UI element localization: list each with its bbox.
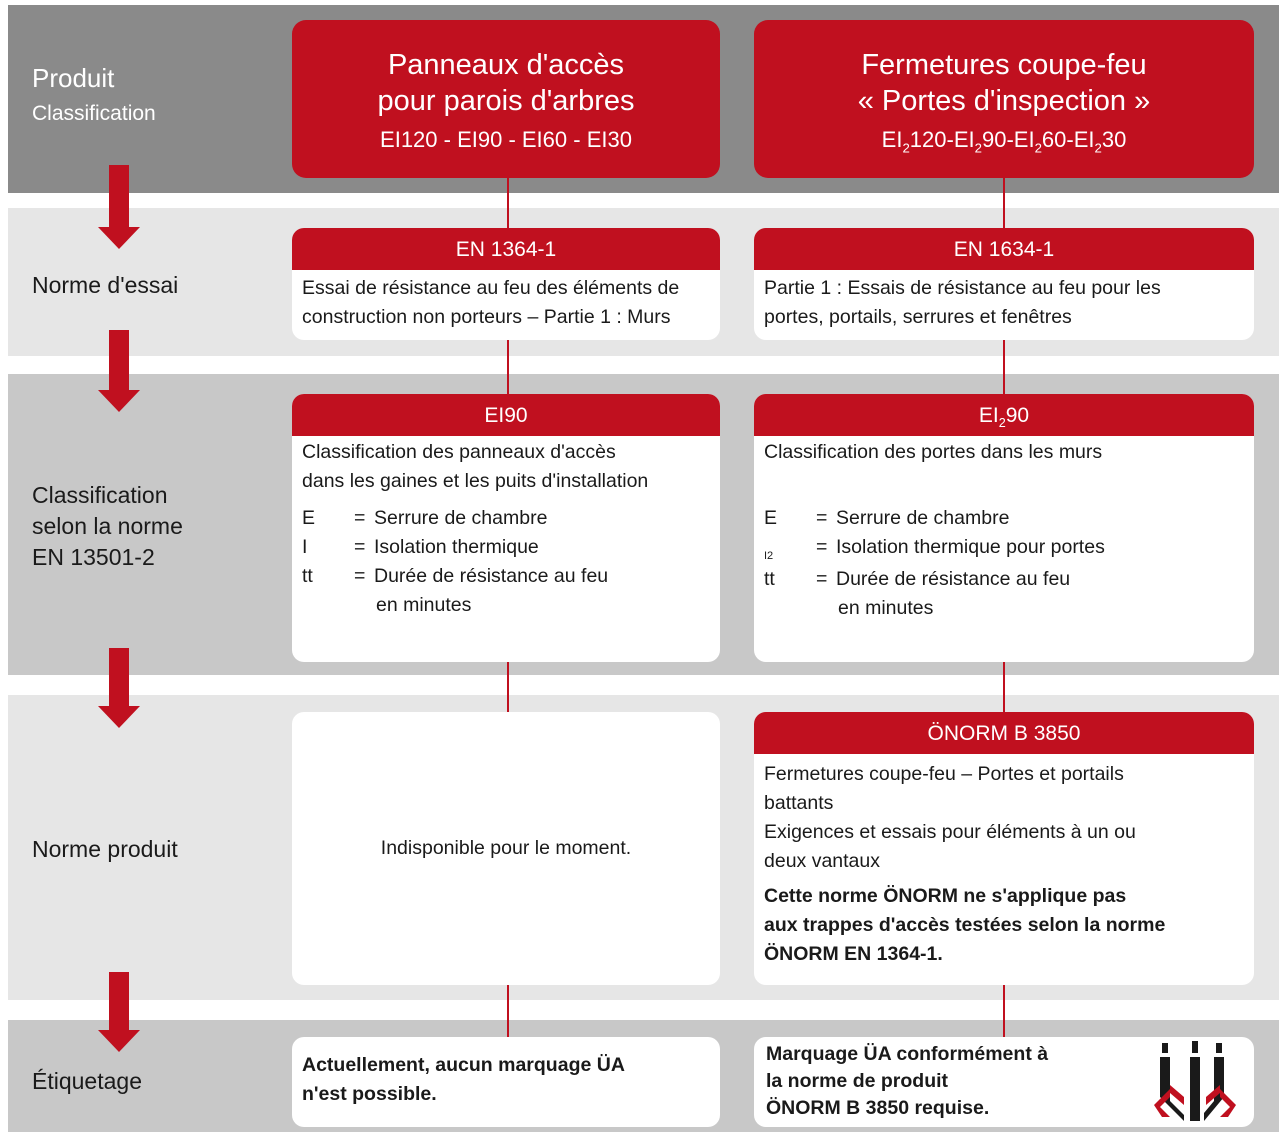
definition-row: I=Isolation thermique (302, 536, 539, 558)
definition-row: E=Serrure de chambre (764, 507, 1010, 529)
product-box-access-panels: Panneaux d'accès pour parois d'arbres EI… (292, 20, 720, 178)
label-card-left: Actuellement, aucun marquage ÜA n'est po… (292, 1037, 720, 1127)
card-line-bold: Cette norme ÖNORM ne s'applique pas (764, 885, 1127, 907)
product-classes: EI2120-EI290-EI260-EI230 (881, 127, 1127, 156)
row-label-produit: Produit Classification (32, 63, 156, 129)
label-card-right: Marquage ÜA conformément à la norme de p… (754, 1037, 1254, 1127)
class-card-ei2-90: EI290 Classification des portes dans les… (754, 394, 1254, 662)
definition-continuation: en minutes (376, 594, 472, 616)
card-line-bold: Marquage ÜA conformément à (766, 1043, 1049, 1065)
row-label-norme-essai: Norme d'essai (32, 272, 179, 298)
card-line: portes, portails, serrures et fenêtres (764, 306, 1072, 328)
connector-right-4 (1003, 985, 1005, 1037)
card-line: deux vantaux (764, 850, 881, 872)
norm-card-onorm-b3850: ÖNORM B 3850 Fermetures coupe-feu – Port… (754, 712, 1254, 985)
arrow-down-icon (98, 165, 140, 250)
product-box-fire-closures: Fermetures coupe-feu « Portes d'inspecti… (754, 20, 1254, 178)
definition-row: tt=Durée de résistance au feu (302, 565, 609, 587)
card-line: dans les gaines et les puits d'installat… (302, 470, 649, 492)
definition-row: E=Serrure de chambre (302, 507, 548, 529)
connector-right-3 (1003, 662, 1005, 712)
product-title-line: « Portes d'inspection » (857, 85, 1151, 117)
card-line-bold: aux trappes d'accès testées selon la nor… (764, 914, 1166, 936)
card-line-bold: n'est possible. (302, 1083, 437, 1105)
card-line-bold: ÖNORM EN 1364-1. (764, 943, 943, 965)
card-line: Fermetures coupe-feu – Portes et portail… (764, 763, 1124, 785)
product-title-line: Fermetures coupe-feu (861, 49, 1147, 81)
arrow-down-icon (98, 648, 140, 733)
row-label-norme-produit: Norme produit (32, 836, 178, 862)
card-line: battants (764, 792, 834, 814)
card-line: construction non porteurs – Partie 1 : M… (302, 306, 671, 328)
ua-mark-logo-icon (1154, 1041, 1236, 1121)
row-label-etiquetage: Étiquetage (32, 1068, 142, 1094)
product-title-line: Panneaux d'accès (387, 49, 625, 81)
definition-continuation: en minutes (838, 597, 934, 619)
card-head: EN 1634-1 (754, 228, 1254, 270)
card-line: Partie 1 : Essais de résistance au feu p… (764, 277, 1161, 299)
row-label-classification: Classification selon la norme EN 13501-2 (32, 480, 183, 573)
produit-label: Produit (32, 63, 115, 93)
unavailable-text: Indisponible pour le moment. (380, 837, 632, 859)
card-line-bold: Actuellement, aucun marquage ÜA (302, 1054, 625, 1076)
test-card-en1364: EN 1364-1 Essai de résistance au feu des… (292, 228, 720, 340)
card-line: Classification des panneaux d'accès (302, 441, 616, 463)
card-head: ÖNORM B 3850 (754, 712, 1254, 754)
connector-right-2 (1003, 340, 1005, 394)
connector-left-4 (507, 985, 509, 1037)
definition-row: I2=Isolation thermique pour portes (764, 536, 1105, 562)
label-line: selon la norme (32, 513, 183, 539)
card-line: Essai de résistance au feu des éléments … (302, 277, 680, 299)
test-card-en1634: EN 1634-1 Partie 1 : Essais de résistanc… (754, 228, 1254, 340)
card-line: Exigences et essais pour éléments à un o… (764, 821, 1136, 843)
card-line-bold: ÖNORM B 3850 requise. (766, 1097, 990, 1119)
connector-left-3 (507, 662, 509, 714)
label-line: Classification (32, 482, 168, 508)
label-line: EN 13501-2 (32, 544, 155, 570)
card-head: EN 1364-1 (292, 228, 720, 270)
card-line-bold: la norme de produit (766, 1070, 949, 1092)
arrow-down-icon (98, 330, 140, 415)
card-head: EI290 (754, 394, 1254, 436)
product-classes: EI120 - EI90 - EI60 - EI30 (380, 127, 632, 152)
connector-left-1 (507, 178, 509, 228)
connector-left-2 (507, 340, 509, 394)
class-card-ei90: EI90 Classification des panneaux d'accès… (292, 394, 720, 662)
card-line: Classification des portes dans les murs (764, 441, 1103, 463)
definition-row: tt=Durée de résistance au feu (764, 568, 1071, 590)
product-title-line: pour parois d'arbres (377, 85, 635, 117)
classification-sublabel: Classification (32, 102, 156, 125)
card-head: EI90 (292, 394, 720, 436)
arrow-down-icon (98, 972, 140, 1057)
connector-right-1 (1003, 178, 1005, 228)
norm-card-unavailable: Indisponible pour le moment. (292, 712, 720, 985)
